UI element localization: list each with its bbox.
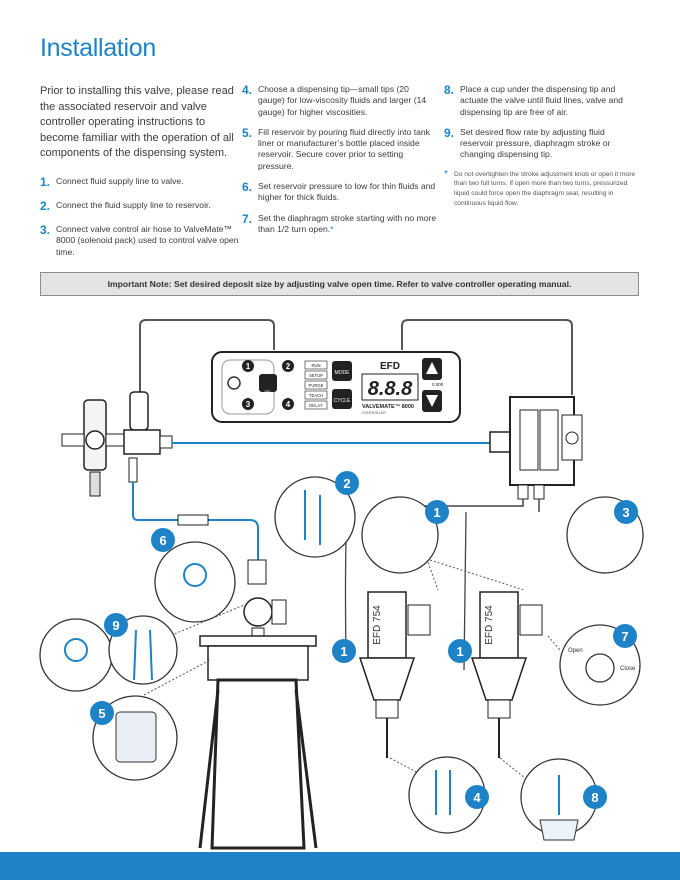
step-number: 9. bbox=[444, 125, 455, 140]
controller-brand: EFD bbox=[380, 361, 400, 372]
footer-bar bbox=[0, 852, 680, 880]
step-text: Connect valve control air hose to ValveM… bbox=[56, 223, 239, 257]
column-2: 4. Choose a dispensing tip—small tips (2… bbox=[242, 84, 438, 244]
knob-open-label: Open bbox=[568, 648, 583, 654]
fluid-reservoir bbox=[198, 559, 318, 850]
valve-label: EFD 754 bbox=[372, 605, 383, 645]
step-text: Set the diaphragm stroke starting with n… bbox=[258, 213, 438, 236]
step-text: Connect fluid supply line to valve. bbox=[56, 175, 184, 186]
controller-model: VALVEMATE™ 8000 bbox=[362, 404, 414, 410]
controller-button-label: PURGE bbox=[309, 383, 324, 388]
filter-regulator bbox=[61, 391, 173, 497]
dispense-valve: EFD 754 bbox=[358, 591, 431, 758]
reservoir-bottle bbox=[115, 711, 157, 763]
callout-number: 8 bbox=[591, 790, 598, 805]
detail-illustrations bbox=[64, 490, 560, 815]
step-text: Connect the fluid supply line to reservo… bbox=[56, 199, 211, 210]
air-line bbox=[208, 519, 259, 560]
step-7: 7. Set the diaphragm stroke starting wit… bbox=[242, 213, 438, 236]
page-title: Installation bbox=[40, 34, 156, 62]
callout-number: 1 bbox=[456, 644, 463, 659]
callout-number: 7 bbox=[621, 629, 628, 644]
valve-label: EFD 754 bbox=[484, 605, 495, 645]
dispense-valve: EFD 754 bbox=[470, 591, 543, 758]
sel-label: SEL bbox=[264, 389, 272, 394]
callout-number: 1 bbox=[433, 505, 440, 520]
step-6: 6. Set reservoir pressure to low for thi… bbox=[242, 181, 438, 204]
footnote-star: * bbox=[330, 223, 334, 234]
step-text: Choose a dispensing tip—small tips (20 g… bbox=[258, 84, 427, 117]
catch-cup bbox=[539, 819, 579, 841]
step-number: 5. bbox=[242, 125, 253, 140]
footnote: * Do not overtighten the stroke adjustme… bbox=[444, 168, 640, 208]
controller-button-label: DELAY bbox=[309, 403, 323, 408]
controller-display: 8.8.8 bbox=[368, 378, 413, 400]
valvemate-controller: 1 2 3 4 SEL RUN SETUP PURGE TEACH DELAY … bbox=[211, 351, 461, 423]
step-1: 1. Connect fluid supply line to valve. bbox=[40, 176, 240, 188]
step-3: 3. Connect valve control air hose to Val… bbox=[40, 224, 240, 258]
controller-marker: 1 bbox=[246, 362, 251, 371]
air-line bbox=[132, 482, 178, 521]
important-note: Important Note: Set desired deposit size… bbox=[40, 272, 639, 296]
callout-number: 6 bbox=[159, 533, 166, 548]
callout-number: 1 bbox=[340, 644, 347, 659]
controller-button-label: SETUP bbox=[309, 373, 323, 378]
step-text: Fill reservoir by pouring fluid directly… bbox=[258, 126, 430, 171]
step-number: 3. bbox=[40, 222, 51, 237]
controller-marker: 2 bbox=[286, 362, 291, 371]
inline-fitting bbox=[177, 514, 209, 526]
step-number: 7. bbox=[242, 211, 253, 226]
stroke-knob bbox=[585, 653, 615, 683]
step-9: 9. Set desired flow rate by adjusting fl… bbox=[444, 127, 640, 161]
cycle-label: CYCLE bbox=[334, 398, 351, 404]
callout-badges: 2 1 3 6 9 1 1 7 5 4 8 bbox=[90, 471, 638, 809]
controller-marker: 3 bbox=[246, 400, 251, 409]
mode-label: MODE bbox=[335, 370, 351, 376]
controller-button-label: RUN bbox=[311, 363, 320, 368]
controller-subtitle: CONTROLLER bbox=[362, 411, 386, 415]
column-3: 8. Place a cup under the dispensing tip … bbox=[444, 84, 640, 208]
step-number: 4. bbox=[242, 83, 253, 97]
footnote-text: Do not overtighten the stroke adjustment… bbox=[454, 170, 636, 207]
callout-number: 5 bbox=[98, 706, 105, 721]
step-number: 6. bbox=[242, 180, 253, 195]
step-number: 8. bbox=[444, 83, 455, 97]
step-number: 1. bbox=[40, 174, 51, 189]
callout-number: 4 bbox=[473, 790, 481, 805]
step-2: 2. Connect the fluid supply line to rese… bbox=[40, 200, 240, 212]
air-hose bbox=[401, 319, 573, 395]
controller-scale: 0.000 bbox=[432, 382, 444, 387]
controller-button-label: TEACH bbox=[309, 393, 323, 398]
step-8: 8. Place a cup under the dispensing tip … bbox=[444, 84, 640, 118]
callout-number: 3 bbox=[622, 505, 629, 520]
step-4: 4. Choose a dispensing tip—small tips (2… bbox=[242, 84, 438, 118]
column-1: Prior to installing this valve, please r… bbox=[40, 84, 240, 267]
step-text: Set desired flow rate by adjusting fluid… bbox=[460, 126, 611, 160]
footnote-mark: * bbox=[444, 168, 448, 180]
callout-number: 2 bbox=[343, 476, 350, 491]
step-text: Place a cup under the dispensing tip and… bbox=[460, 84, 623, 117]
air-hose bbox=[139, 319, 275, 395]
step-7-text: Set the diaphragm stroke starting with n… bbox=[258, 212, 437, 234]
solenoid-valve-block bbox=[489, 396, 583, 500]
step-5: 5. Fill reservoir by pouring fluid direc… bbox=[242, 127, 438, 172]
step-number: 2. bbox=[40, 198, 51, 213]
controller-marker: 4 bbox=[286, 400, 291, 409]
installation-diagram: 1 2 3 4 SEL RUN SETUP PURGE TEACH DELAY … bbox=[39, 319, 644, 850]
callout-number: 9 bbox=[112, 618, 119, 633]
knob-close-label: Close bbox=[620, 666, 636, 672]
step-text: Set reservoir pressure to low for thin f… bbox=[258, 181, 436, 203]
intro-paragraph: Prior to installing this valve, please r… bbox=[40, 85, 234, 160]
